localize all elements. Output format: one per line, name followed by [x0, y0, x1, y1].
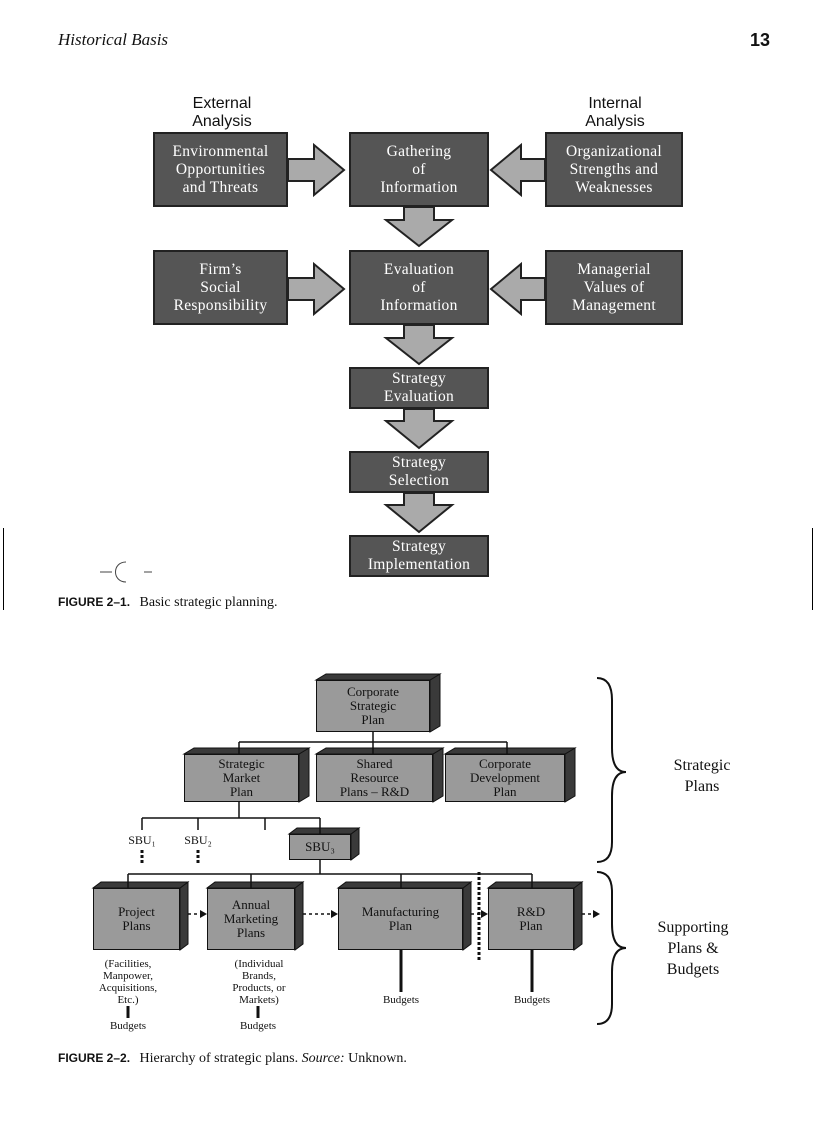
strategy-implementation-box: Strategy Implementation [349, 535, 489, 577]
sbu2-label: SBU₂ [184, 833, 212, 847]
figure2-source-text: Unknown. [348, 1051, 407, 1066]
right-margin-line [812, 528, 813, 610]
project-plans-box: Project Plans [93, 888, 180, 950]
strategic-plans-label: Strategic Plans [673, 757, 731, 795]
project-plans-note: (Facilities, Manpower, Acquisitions, Etc… [98, 958, 158, 1006]
managerial-values-box: Managerial Values of Management [545, 250, 683, 325]
annual-marketing-plans-box: Annual Marketing Plans [207, 888, 295, 950]
internal-analysis-label: Internal Analysis [585, 95, 645, 130]
arrow-left-2 [489, 261, 546, 317]
gathering-box: Gathering of Information [349, 132, 489, 207]
flow-arrows [188, 910, 600, 918]
manufacturing-plan-box: Manufacturing Plan [338, 888, 463, 950]
figure1-caption: FIGURE 2–1. Basic strategic planning. [58, 595, 278, 611]
strategic-brace [596, 677, 627, 863]
figure2-caption-label: FIGURE 2–2. [58, 1051, 131, 1065]
rnd-plan-box: R&D Plan [488, 888, 574, 950]
arrow-left-1 [489, 142, 546, 198]
supporting-plans-label: Supporting Plans & Budgets [657, 919, 729, 978]
arrow-down-1 [383, 206, 455, 248]
arrow-down-4 [383, 492, 455, 534]
supporting-brace [596, 871, 627, 1025]
arrow-down-3 [383, 408, 455, 450]
sbu1-label: SBU₁ [128, 833, 156, 847]
external-analysis-label: External Analysis [192, 95, 252, 130]
page-number: 13 [750, 30, 771, 50]
budgets-marketing: Budgets [239, 1020, 277, 1032]
strategy-evaluation-box: Strategy Evaluation [349, 367, 489, 409]
shared-resource-plans-box: Shared Resource Plans – R&D [316, 754, 433, 802]
environmental-box: Environmental Opportunities and Threats [153, 132, 288, 207]
organizational-box: Organizational Strengths and Weaknesses [545, 132, 683, 207]
budgets-rnd: Budgets [513, 994, 551, 1006]
box-shadows [91, 673, 584, 951]
arrow-down-2 [383, 324, 455, 366]
sbu3-box: SBU₃ [289, 834, 351, 860]
budgets-manufacturing: Budgets [382, 994, 420, 1006]
corporate-development-plan-box: Corporate Development Plan [445, 754, 565, 802]
running-title: Historical Basis [58, 30, 169, 49]
figure2-caption-text: Hierarchy of strategic plans. [139, 1051, 299, 1066]
evaluation-information-box: Evaluation of Information [349, 250, 489, 325]
social-responsibility-box: Firm’s Social Responsibility [153, 250, 288, 325]
budgets-project: Budgets [109, 1020, 147, 1032]
strategy-selection-box: Strategy Selection [349, 451, 489, 493]
corporate-strategic-plan-box: Corporate Strategic Plan [316, 680, 430, 732]
stray-mark [100, 561, 152, 583]
figure2-caption: FIGURE 2–2. Hierarchy of strategic plans… [58, 1051, 407, 1067]
marketing-plans-note: (Individual Brands, Products, or Markets… [232, 958, 286, 1006]
arrow-right-1 [287, 142, 346, 198]
figure1-caption-label: FIGURE 2–1. [58, 595, 131, 609]
figure1-caption-text: Basic strategic planning. [139, 595, 278, 610]
figure2-source-label: Source: [301, 1051, 345, 1066]
left-margin-line [3, 528, 4, 610]
arrow-right-2 [287, 261, 346, 317]
strategic-market-plan-box: Strategic Market Plan [184, 754, 299, 802]
